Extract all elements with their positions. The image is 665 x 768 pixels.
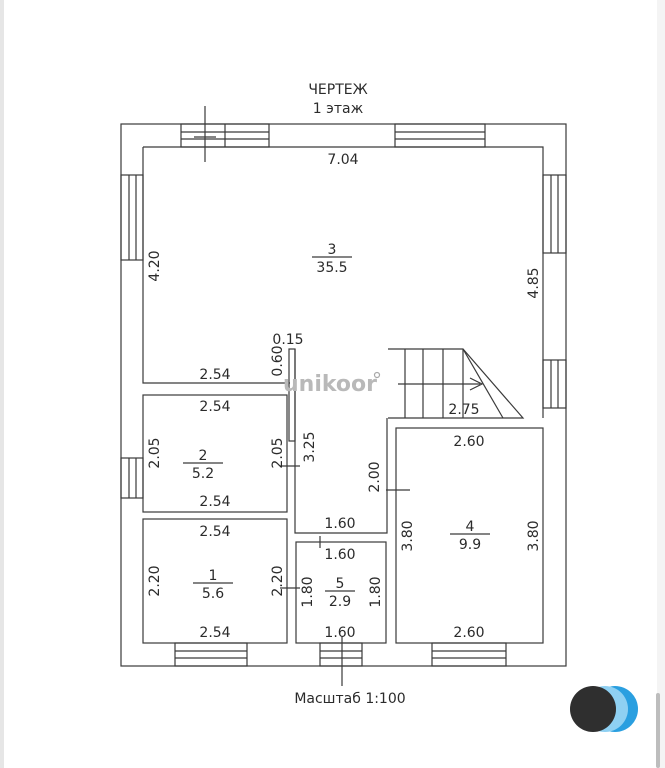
dim-room4-right: 3.80 [526, 520, 542, 551]
dim-room4-left: 3.80 [400, 520, 416, 551]
page-right-edge [657, 0, 665, 768]
drawing-subtitle: 1 этаж [313, 101, 364, 117]
watermark-logo: unikoor [283, 372, 377, 397]
floating-action-button[interactable] [570, 686, 640, 732]
dim-room4-top: 2.60 [453, 434, 484, 450]
room5-area: 2.9 [329, 594, 351, 610]
room4-number: 4 [466, 519, 475, 535]
room3-area: 35.5 [316, 260, 347, 276]
dim-stair: 2.75 [448, 402, 479, 418]
dim-room4-bottom: 2.60 [453, 625, 484, 641]
room2-number: 2 [199, 448, 208, 464]
dim-under-room3: 2.54 [199, 367, 230, 383]
dim-room1-right: 2.20 [270, 565, 286, 596]
window-left-upper [120, 174, 144, 261]
room1-number: 1 [209, 568, 218, 584]
dim-wall-length: 0.60 [270, 345, 286, 376]
drawing-scale: Масштаб 1:100 [294, 691, 405, 707]
window-right-lower [542, 359, 567, 409]
staircase [388, 348, 525, 419]
window-bottom-left [174, 642, 248, 667]
dim-room2-bottom: 2.54 [199, 494, 230, 510]
room4-outline [395, 427, 544, 644]
fab-circle-dark [570, 686, 616, 732]
dim-wall-thickness: 0.15 [272, 332, 303, 348]
window-bottom-right [431, 642, 507, 667]
dim-room1-bottom: 2.54 [199, 625, 230, 641]
drawing-title: ЧЕРТЕЖ [308, 82, 367, 98]
scrollbar[interactable] [656, 693, 660, 768]
dim-room1-left: 2.20 [147, 565, 163, 596]
room2-area: 5.2 [192, 466, 214, 482]
dim-room5-left: 1.80 [300, 576, 316, 607]
room5-number: 5 [336, 576, 345, 592]
plan-lines [120, 106, 567, 686]
window-bottom-middle [319, 642, 363, 667]
room2-outline [142, 394, 288, 513]
window-left-lower [120, 457, 144, 499]
dim-room5-bottom: 1.60 [324, 625, 355, 641]
dim-corridor-height: 3.25 [302, 431, 318, 462]
dim-corridor-bottom: 1.60 [324, 516, 355, 532]
dim-room3-left: 4.20 [147, 250, 163, 281]
dim-room5-top: 1.60 [324, 547, 355, 563]
room4-area: 9.9 [459, 537, 481, 553]
page-left-edge [0, 0, 4, 768]
dim-top-width: 7.04 [327, 152, 358, 168]
dim-room2-top: 2.54 [199, 399, 230, 415]
dim-room5-right: 1.80 [368, 576, 384, 607]
window-right-upper [542, 174, 567, 254]
dim-room2-left: 2.05 [147, 437, 163, 468]
dim-room1-top: 2.54 [199, 524, 230, 540]
room3-inner-left [142, 147, 290, 384]
room3-number: 3 [328, 242, 337, 258]
window-top-left [180, 123, 270, 148]
room3-inner-top [143, 146, 544, 418]
corridor-outline [294, 349, 388, 534]
dim-room3-right: 4.85 [526, 267, 542, 298]
dim-room2-right: 2.05 [270, 437, 286, 468]
room1-area: 5.6 [202, 586, 224, 602]
dim-corridor-width: 2.00 [367, 461, 383, 492]
window-top-right [394, 123, 486, 148]
